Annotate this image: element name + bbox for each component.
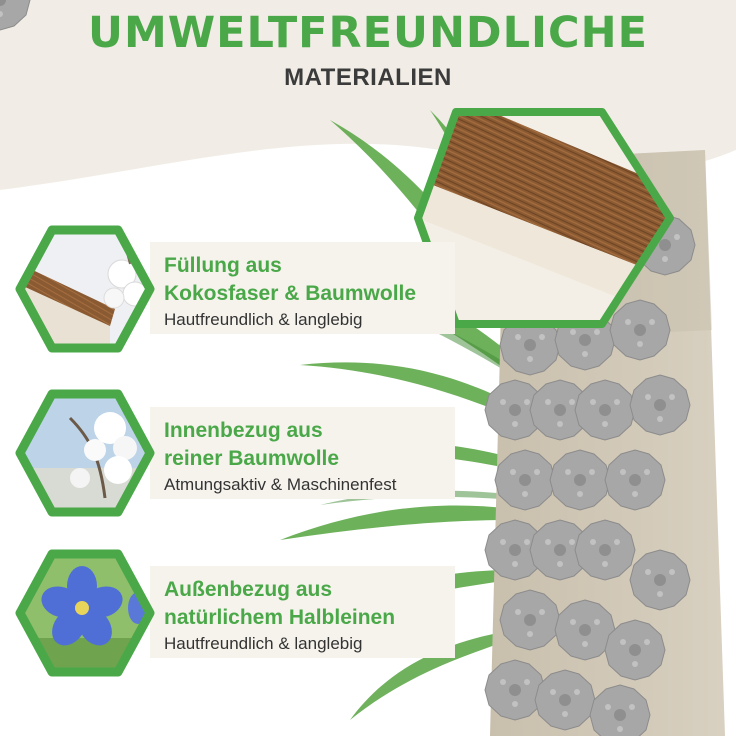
feature-card-filling: Füllung aus Kokosfaser & Baumwolle Hautf… <box>150 242 455 334</box>
feature-title-line2: reiner Baumwolle <box>164 447 340 470</box>
feature-title-line2: Kokosfaser & Baumwolle <box>164 282 417 305</box>
feature-title-line1: Füllung aus <box>164 254 282 277</box>
feature-title-line2: natürlichem Halbleinen <box>164 606 396 629</box>
flax-flower-icon <box>15 549 155 677</box>
feature-title-line1: Außenbezug aus <box>164 578 333 601</box>
page-title: UMWELTFREUNDLICHE <box>88 8 648 58</box>
feature-description: Hautfreundlich & langlebig <box>164 310 363 329</box>
coconut-fiber-icon <box>15 225 155 353</box>
feature-title-line1: Innenbezug aus <box>164 419 323 442</box>
feature-card-inner-cover: Innenbezug aus reiner Baumwolle Atmungsa… <box>150 407 455 499</box>
page-subtitle: MATERIALIEN <box>284 64 452 91</box>
feature-description: Hautfreundlich & langlebig <box>164 634 363 653</box>
feature-description: Atmungsaktiv & Maschinenfest <box>164 475 397 494</box>
acupressure-spikes <box>0 0 696 736</box>
cotton-icon <box>15 389 155 517</box>
feature-card-outer-cover: Außenbezug aus natürlichem Halbleinen Ha… <box>150 566 455 658</box>
coir-layer-hexagon <box>414 108 674 328</box>
